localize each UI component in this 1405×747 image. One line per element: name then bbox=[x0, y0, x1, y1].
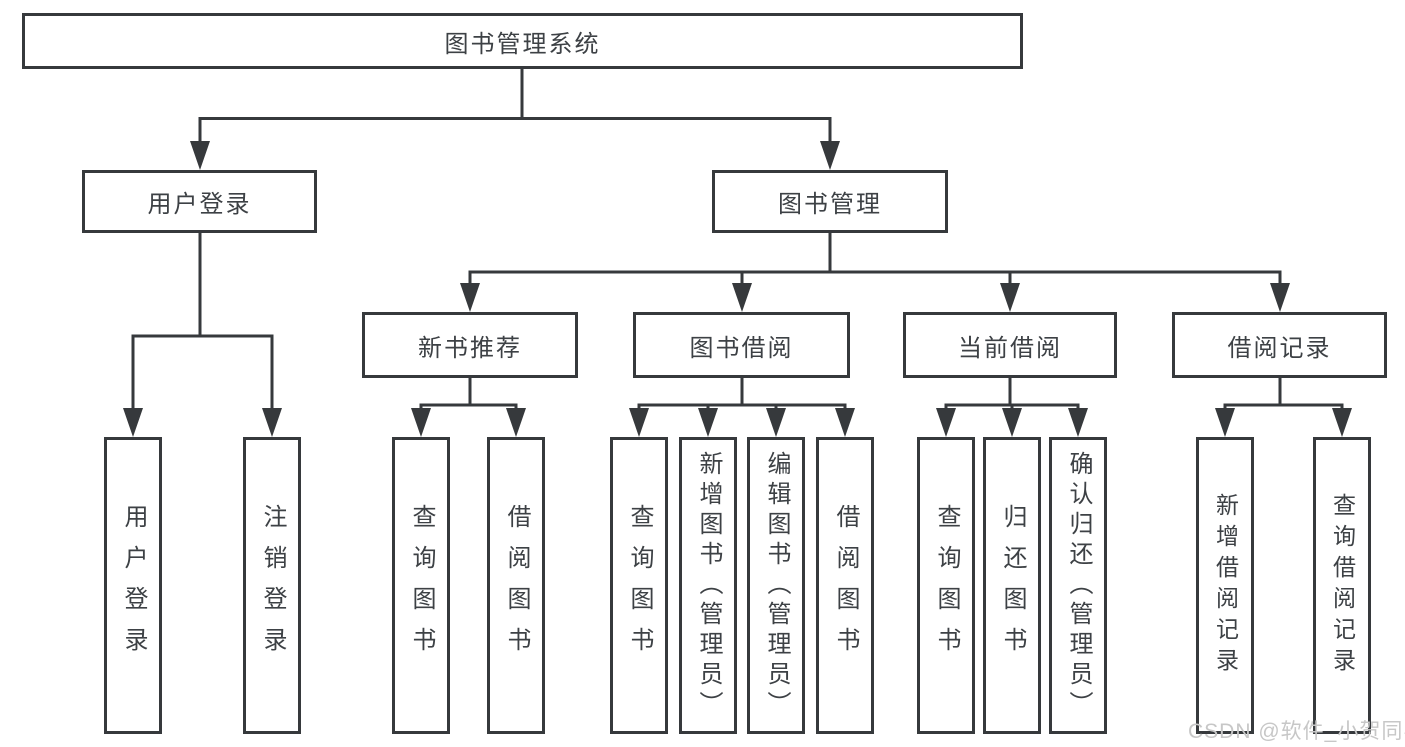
connector-current-borrow-to-leaves bbox=[936, 378, 1088, 437]
csdn-watermark: CSDN @软件_小贺同学 bbox=[1188, 720, 1405, 743]
node-label: 当前借阅 bbox=[958, 334, 1062, 362]
leaf-label: 借阅图书 bbox=[503, 503, 530, 668]
node-label: 图书管理 bbox=[778, 191, 882, 218]
leaf-label: 新增借阅记录 bbox=[1212, 492, 1239, 679]
node-user-login: 用户登录 bbox=[82, 170, 317, 233]
connector-book-borrow-to-leaves bbox=[629, 378, 855, 437]
leaf-label: 确认归还（管理员） bbox=[1065, 450, 1092, 721]
node-current-borrow: 当前借阅 bbox=[903, 312, 1117, 378]
leaf-label: 注销登录 bbox=[259, 503, 286, 668]
leaf-nbr-query-books: 查询图书 bbox=[392, 437, 450, 734]
leaf-label: 新增图书（管理员） bbox=[695, 450, 722, 721]
leaf-bb-query-books: 查询图书 bbox=[610, 437, 668, 734]
leaf-label: 查询图书 bbox=[408, 503, 435, 668]
node-label: 图书管理系统 bbox=[444, 30, 601, 58]
connector-new-book-recommend-to-leaves bbox=[411, 378, 526, 437]
leaf-label: 编辑图书（管理员） bbox=[763, 450, 790, 721]
leaf-label: 用户登录 bbox=[120, 503, 147, 668]
leaf-bb-add-books-admin: 新增图书（管理员） bbox=[679, 437, 737, 734]
leaf-cb-return-books: 归还图书 bbox=[983, 437, 1041, 734]
leaf-label: 归还图书 bbox=[999, 503, 1026, 668]
leaf-label: 借阅图书 bbox=[832, 503, 859, 668]
node-book-borrow: 图书借阅 bbox=[633, 312, 850, 378]
node-book-mgmt: 图书管理 bbox=[712, 170, 948, 233]
leaf-label: 查询图书 bbox=[626, 503, 653, 668]
leaf-br-add-record: 新增借阅记录 bbox=[1196, 437, 1254, 734]
connector-book-mgmt-to-level3 bbox=[460, 233, 1290, 312]
connector-borrow-records-to-leaves bbox=[1215, 378, 1352, 437]
leaf-user-login: 用户登录 bbox=[104, 437, 162, 734]
node-borrow-records: 借阅记录 bbox=[1172, 312, 1387, 378]
node-label: 用户登录 bbox=[147, 191, 252, 218]
leaf-nbr-borrow-books: 借阅图书 bbox=[487, 437, 545, 734]
leaf-cb-confirm-return-admin: 确认归还（管理员） bbox=[1049, 437, 1107, 734]
node-label: 图书借阅 bbox=[689, 334, 794, 362]
leaf-label: 查询图书 bbox=[933, 503, 960, 668]
node-new-book-recommend: 新书推荐 bbox=[362, 312, 578, 378]
leaf-logout: 注销登录 bbox=[243, 437, 301, 734]
leaf-bb-edit-books-admin: 编辑图书（管理员） bbox=[747, 437, 805, 734]
leaf-cb-query-books: 查询图书 bbox=[917, 437, 975, 734]
node-label: 借阅记录 bbox=[1227, 334, 1332, 362]
leaf-br-query-record: 查询借阅记录 bbox=[1313, 437, 1371, 734]
leaf-label: 查询借阅记录 bbox=[1329, 492, 1356, 679]
connector-user-login-to-leaves bbox=[123, 233, 282, 437]
node-label: 新书推荐 bbox=[418, 334, 522, 362]
node-root-system: 图书管理系统 bbox=[22, 13, 1023, 69]
leaf-bb-borrow-books: 借阅图书 bbox=[816, 437, 874, 734]
connector-root-to-level1 bbox=[190, 69, 840, 170]
